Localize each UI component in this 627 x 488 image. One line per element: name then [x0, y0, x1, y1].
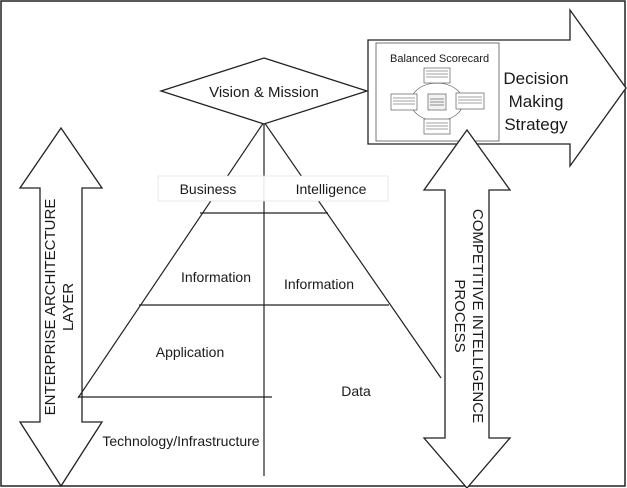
decision-line-1: Decision: [503, 69, 568, 88]
intelligence-label: Intelligence: [296, 181, 367, 197]
competitive-intelligence-line-1: COMPETITIVE INTELLIGENCE: [469, 209, 486, 423]
enterprise-architecture-line-2: LAYER: [60, 283, 77, 331]
scorecard-graphic: [390, 67, 485, 135]
pyramid-left-edge: [77, 121, 265, 399]
competitive-intelligence-arrow: [422, 128, 512, 488]
decision-line-3: Strategy: [504, 115, 568, 134]
technology-box: [100, 430, 262, 452]
scorecard-title: Balanced Scorecard: [390, 53, 489, 65]
information-right-label: Information: [284, 276, 354, 292]
business-label: Business: [180, 181, 237, 197]
vision-mission-label: Vision & Mission: [209, 84, 319, 101]
data-label: Data: [341, 383, 371, 399]
intelligence-box: [263, 175, 389, 202]
decision-line-2: Making: [509, 92, 564, 111]
technology-label: Technology/Infrastructure: [102, 433, 259, 449]
competitive-intelligence-line-2: PROCESS: [451, 279, 468, 352]
business-box: [157, 175, 265, 202]
pyramid-right-edge: [263, 121, 442, 379]
enterprise-architecture-line-1: ENTERPRISE ARCHITECTURE: [42, 199, 59, 416]
competitive-intelligence-label: COMPETITIVE INTELLIGENCE PROCESS: [451, 209, 486, 423]
application-label: Application: [156, 344, 225, 360]
information-left-label: Information: [181, 269, 251, 285]
enterprise-architecture-label: ENTERPRISE ARCHITECTURE LAYER: [42, 199, 77, 416]
vision-mission-diamond: [158, 57, 370, 125]
